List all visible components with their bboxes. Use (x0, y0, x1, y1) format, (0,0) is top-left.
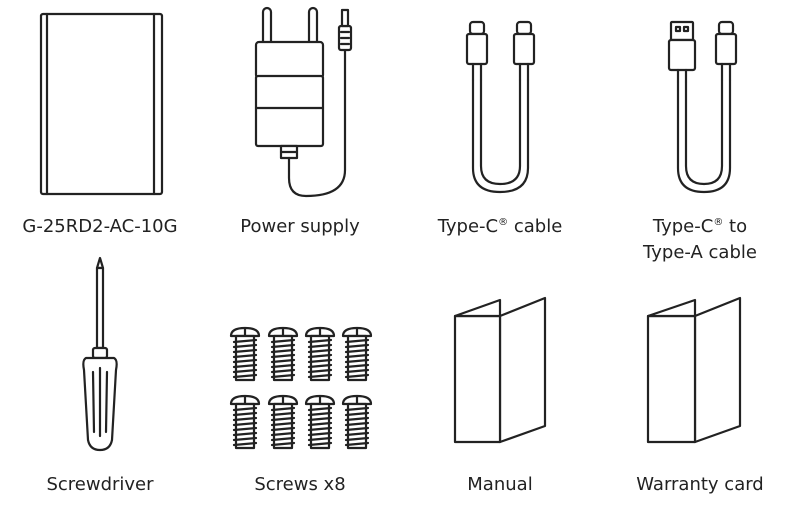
label-warranty-card: Warranty card (636, 474, 764, 495)
screw-icon (341, 394, 373, 450)
screw-icon (229, 394, 261, 450)
screw-icon (267, 394, 299, 450)
label-power-supply: Power supply (240, 216, 360, 237)
label-usb-c-to-a-cable: Type-C® to Type-A cable (643, 216, 757, 263)
screw-icon (229, 326, 261, 382)
label-manual: Manual (467, 474, 533, 495)
screw-icon (304, 394, 336, 450)
screw-icon (304, 326, 336, 382)
screw-icon (267, 326, 299, 382)
label-screwdriver: Screwdriver (46, 474, 154, 495)
label-screws: Screws x8 (254, 474, 346, 495)
label-drive: G-25RD2-AC-10G (22, 216, 178, 237)
label-usb-c-cable: Type-C® cable (437, 216, 563, 237)
screw-icon (341, 326, 373, 382)
